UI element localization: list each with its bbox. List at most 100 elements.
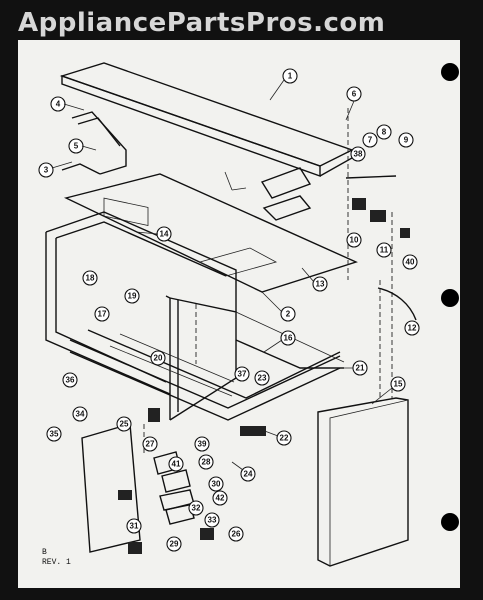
- main-frame: [45, 211, 345, 421]
- callout-label: 5: [74, 142, 79, 151]
- callout-16[interactable]: 16: [280, 330, 296, 346]
- callout-label: 20: [154, 354, 163, 363]
- callout-18[interactable]: 18: [82, 270, 98, 286]
- callout-label: 31: [130, 522, 139, 531]
- callout-label: 3: [44, 166, 49, 175]
- callout-28[interactable]: 28: [198, 454, 214, 470]
- callout-10[interactable]: 10: [346, 232, 362, 248]
- callout-label: 6: [352, 90, 357, 99]
- callout-label: 4: [56, 100, 61, 109]
- callout-label: 32: [192, 504, 201, 513]
- callout-label: 18: [86, 274, 95, 283]
- callout-29[interactable]: 29: [166, 536, 182, 552]
- binder-hole-top: [441, 63, 459, 81]
- callout-22[interactable]: 22: [276, 430, 292, 446]
- binder-hole-bottom: [441, 513, 459, 531]
- callout-label: 2: [286, 310, 291, 319]
- callout-15[interactable]: 15: [390, 376, 406, 392]
- callout-label: 33: [208, 516, 217, 525]
- callout-label: 36: [66, 376, 75, 385]
- callout-label: 14: [160, 230, 169, 239]
- callout-label: 21: [356, 364, 365, 373]
- control-bracket: [260, 167, 417, 321]
- callout-35[interactable]: 35: [46, 426, 62, 442]
- callout-label: 23: [258, 374, 267, 383]
- callout-6[interactable]: 6: [346, 86, 362, 102]
- callout-11[interactable]: 11: [376, 242, 392, 258]
- callout-34[interactable]: 34: [72, 406, 88, 422]
- callout-label: 35: [50, 430, 59, 439]
- callout-26[interactable]: 26: [228, 526, 244, 542]
- callout-3[interactable]: 3: [38, 162, 54, 178]
- revision-note: B REV. 1: [42, 548, 71, 568]
- callout-17[interactable]: 17: [94, 306, 110, 322]
- callout-8[interactable]: 8: [376, 124, 392, 140]
- callout-19[interactable]: 19: [124, 288, 140, 304]
- revision-label: REV. 1: [42, 558, 71, 567]
- callout-24[interactable]: 24: [240, 466, 256, 482]
- callout-41[interactable]: 41: [168, 456, 184, 472]
- callout-label: 24: [244, 470, 253, 479]
- callout-label: 30: [212, 480, 221, 489]
- callout-label: 25: [120, 420, 129, 429]
- callout-label: 40: [406, 258, 415, 267]
- callout-label: 11: [380, 246, 389, 255]
- callout-label: 22: [280, 434, 289, 443]
- callout-2[interactable]: 2: [280, 306, 296, 322]
- leader-lines: [51, 79, 393, 471]
- callout-label: 28: [202, 458, 211, 467]
- callout-13[interactable]: 13: [312, 276, 328, 292]
- callout-label: 8: [382, 128, 387, 137]
- callout-38[interactable]: 38: [350, 146, 366, 162]
- callout-label: 38: [354, 150, 363, 159]
- callout-32[interactable]: 32: [188, 500, 204, 516]
- callout-label: 42: [216, 494, 225, 503]
- callout-label: 9: [404, 136, 409, 145]
- callout-label: 7: [368, 136, 373, 145]
- callout-42[interactable]: 42: [212, 490, 228, 506]
- callout-label: 37: [238, 370, 247, 379]
- callout-31[interactable]: 31: [126, 518, 142, 534]
- callout-30[interactable]: 30: [208, 476, 224, 492]
- callout-label: 19: [128, 292, 137, 301]
- assembly-lines: [143, 108, 393, 454]
- callout-label: 34: [76, 410, 85, 419]
- callout-23[interactable]: 23: [254, 370, 270, 386]
- callout-label: 13: [316, 280, 325, 289]
- callout-label: 41: [172, 460, 181, 469]
- callout-14[interactable]: 14: [156, 226, 172, 242]
- watermark-text: AppliancePartsPros.com: [18, 8, 386, 38]
- callout-27[interactable]: 27: [142, 436, 158, 452]
- callout-5[interactable]: 5: [68, 138, 84, 154]
- callout-label: 12: [408, 324, 417, 333]
- callout-9[interactable]: 9: [398, 132, 414, 148]
- callout-7[interactable]: 7: [362, 132, 378, 148]
- callout-25[interactable]: 25: [116, 416, 132, 432]
- callout-20[interactable]: 20: [150, 350, 166, 366]
- revision-mark: B: [42, 548, 47, 557]
- callout-36[interactable]: 36: [62, 372, 78, 388]
- callout-37[interactable]: 37: [234, 366, 250, 382]
- callout-label: 29: [170, 540, 179, 549]
- callout-12[interactable]: 12: [404, 320, 420, 336]
- callout-label: 39: [198, 440, 207, 449]
- callout-label: 10: [350, 236, 359, 245]
- callout-40[interactable]: 40: [402, 254, 418, 270]
- callout-label: 1: [288, 72, 293, 81]
- callout-4[interactable]: 4: [50, 96, 66, 112]
- control-board: [81, 408, 266, 554]
- callout-1[interactable]: 1: [282, 68, 298, 84]
- callout-33[interactable]: 33: [204, 512, 220, 528]
- top-panel: [63, 173, 358, 293]
- callout-39[interactable]: 39: [194, 436, 210, 452]
- callout-label: 17: [98, 310, 107, 319]
- binder-hole-middle: [441, 289, 459, 307]
- callout-label: 26: [232, 530, 241, 539]
- callout-label: 16: [284, 334, 293, 343]
- callout-label: 27: [146, 440, 155, 449]
- side-bracket: [61, 111, 127, 175]
- callout-21[interactable]: 21: [352, 360, 368, 376]
- callout-label: 15: [394, 380, 403, 389]
